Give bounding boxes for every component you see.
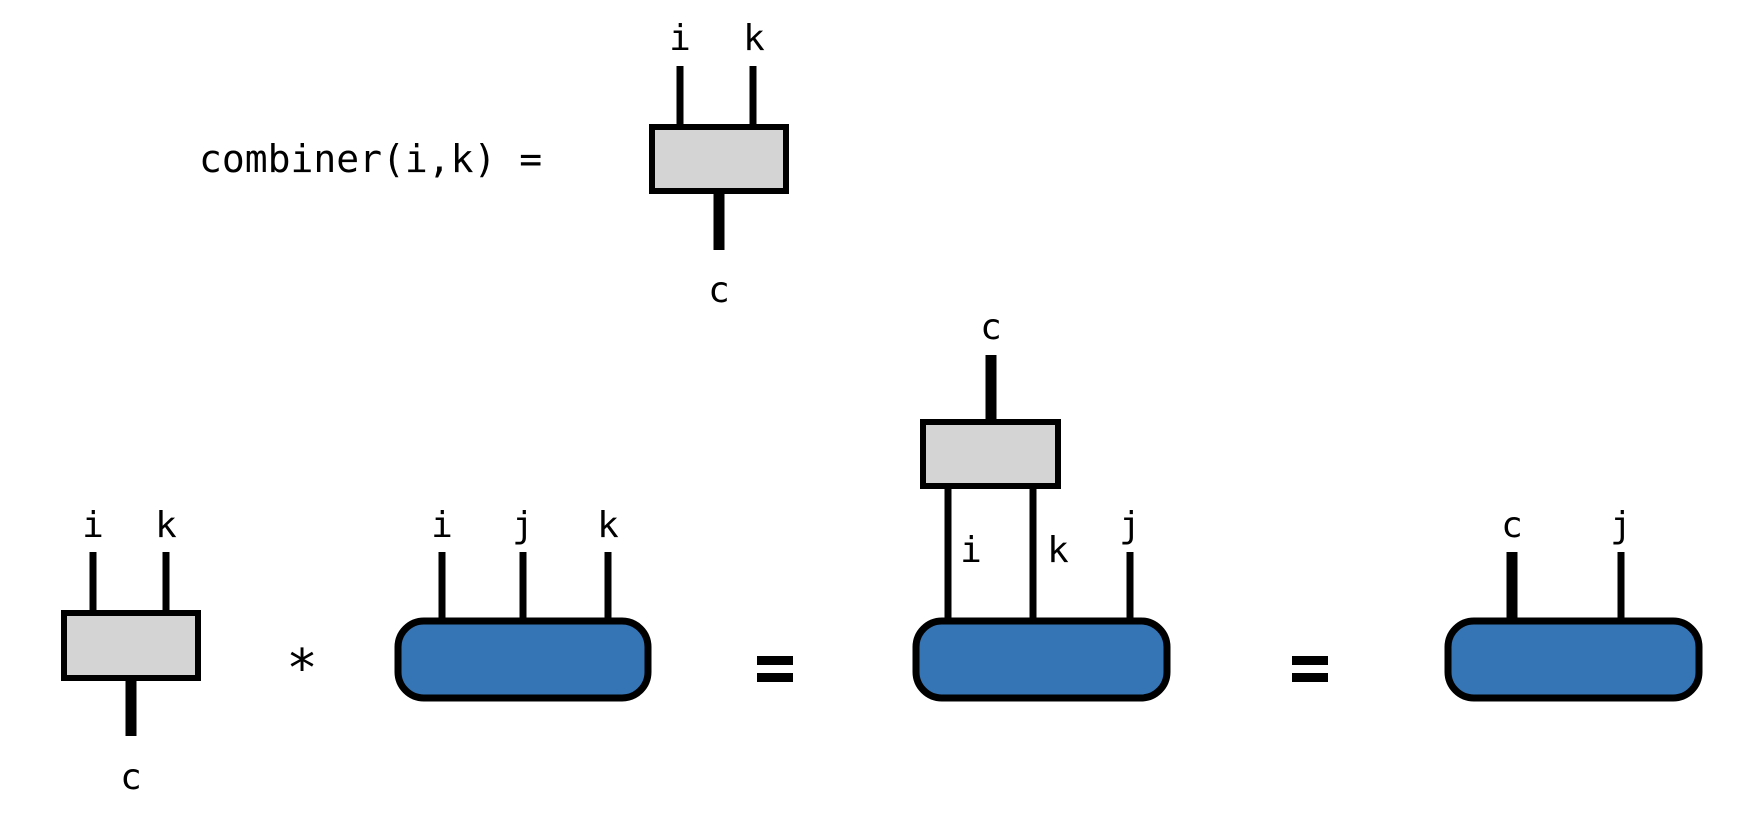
equals-bar-bottom (757, 673, 793, 682)
definition-combiner: i k c (649, 18, 789, 311)
equals-bar-top (757, 656, 793, 665)
combiner-box (649, 124, 789, 194)
label-i: i (82, 505, 104, 546)
label-j: j (1119, 505, 1141, 546)
equation-result: c j (1444, 505, 1703, 702)
equals-sign-2: = (1292, 656, 1328, 682)
equals-bar-top (1292, 656, 1328, 665)
label-k: k (155, 505, 177, 546)
multiply-symbol: * (286, 639, 317, 699)
tensor-box (912, 617, 1171, 702)
label-i: i (431, 505, 453, 546)
equals-bar-bottom (1292, 673, 1328, 682)
label-j: j (1610, 505, 1632, 546)
tensor-box (1444, 617, 1703, 702)
label-k: k (743, 18, 765, 59)
definition-text: combiner(i,k) = (199, 137, 542, 181)
equation-contracted: c i k j (912, 307, 1171, 702)
label-c: c (1501, 505, 1523, 546)
equals-sign-1: = (757, 656, 793, 682)
label-c: c (980, 307, 1002, 348)
label-c: c (708, 270, 730, 311)
tensor-box (394, 617, 652, 702)
equation-tensor: i j k (394, 505, 652, 702)
label-k: k (597, 505, 619, 546)
label-i: i (960, 530, 982, 571)
combiner-box (61, 610, 201, 681)
label-i: i (669, 18, 691, 59)
label-c: c (120, 757, 142, 798)
label-k: k (1047, 530, 1069, 571)
equation-combiner: i k c (61, 505, 201, 798)
label-j: j (512, 505, 534, 546)
combiner-box (920, 419, 1061, 489)
